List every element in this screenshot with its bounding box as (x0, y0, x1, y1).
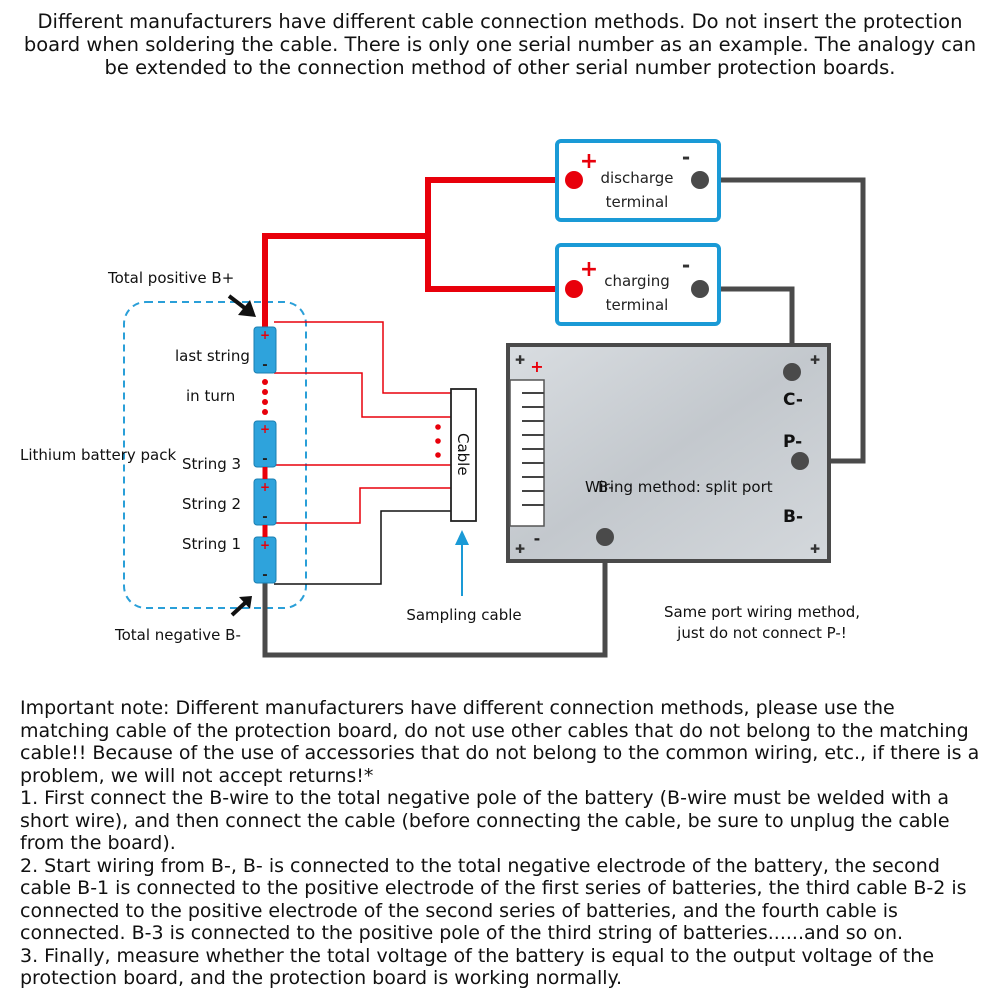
same-port-note-line1: Same port wiring method, (664, 603, 860, 621)
sampling-ellipsis (435, 424, 441, 458)
board-p-terminal (791, 452, 809, 470)
cell-1-minus: - (262, 568, 267, 583)
sampling-arrow-icon (455, 530, 469, 596)
sampling-cable-label: Sampling cable (406, 606, 521, 624)
label-in-turn: in turn (186, 387, 235, 405)
total-positive-arrow-icon (227, 294, 256, 317)
cell-last-plus: + (260, 328, 270, 342)
board-minus-sign: - (534, 529, 541, 548)
discharge-positive-terminal (565, 171, 583, 189)
cell-3-plus: + (260, 422, 270, 436)
label-battery-pack: Lithium battery pack (20, 446, 176, 464)
discharge-negative-wire (700, 177, 866, 464)
cell-1-plus: + (260, 538, 270, 552)
wiring-diagram: + - discharge terminal + - charging term… (20, 139, 866, 658)
cell-2-minus: - (262, 510, 267, 525)
discharge-label-line1: discharge (600, 169, 673, 187)
step-3: 3. Finally, measure whether the total vo… (20, 944, 935, 990)
svg-text:✚: ✚ (810, 353, 820, 367)
step-1: 1. First connect the B-wire to the total… (20, 787, 950, 854)
protection-board (506, 343, 831, 563)
cell-last-string (253, 326, 277, 374)
cell-last-minus: - (262, 358, 267, 373)
label-string-3: String 3 (182, 455, 241, 473)
in-turn-dots (262, 379, 268, 415)
discharge-minus-sign: - (682, 145, 690, 169)
charging-label-line1: charging (604, 272, 670, 290)
sampling-wires (274, 321, 451, 585)
board-b-label: B- (783, 507, 803, 527)
important-note: Important note: Different manufacturers … (20, 697, 980, 787)
charging-minus-sign: - (682, 253, 690, 277)
board-plus-sign: + (530, 357, 543, 376)
total-negative-arrow-icon (230, 596, 252, 617)
label-last-string: last string (175, 347, 250, 365)
svg-text:✚: ✚ (515, 353, 525, 367)
board-screw-icons: ✚ ✚ ✚ ✚ (515, 353, 820, 556)
charging-terminal-box (555, 243, 721, 326)
board-overlap-text: B- (598, 478, 614, 496)
cell-2-plus: + (260, 480, 270, 494)
label-string-1: String 1 (182, 535, 241, 553)
cable-label: Cable (454, 433, 472, 476)
board-p-label: P- (783, 432, 802, 452)
instructions: Important note: Different manufacturers … (20, 697, 982, 990)
board-balance-connector (509, 379, 545, 527)
cable-connector (450, 388, 477, 522)
discharge-plus-sign: + (580, 149, 598, 174)
discharge-negative-terminal (691, 171, 709, 189)
charging-positive-terminal (565, 280, 583, 298)
total-negative-wire (262, 537, 608, 658)
charging-negative-terminal (691, 280, 709, 298)
svg-text:✚: ✚ (810, 542, 820, 556)
board-b-terminal (596, 528, 614, 546)
cell-3-minus: - (262, 452, 267, 467)
header-description: Different manufacturers have different c… (23, 10, 977, 79)
discharge-terminal-box (555, 139, 721, 222)
label-total-positive: Total positive B+ (107, 269, 234, 287)
svg-text:✚: ✚ (515, 542, 525, 556)
battery-pack-boundary (123, 301, 307, 609)
board-c-label: C- (783, 390, 803, 410)
discharge-label-line2: terminal (606, 193, 669, 211)
board-c-terminal (783, 363, 801, 381)
board-center-text: Wiring method: split port (585, 478, 773, 496)
charging-plus-sign: + (580, 257, 598, 282)
label-total-negative: Total negative B- (114, 626, 241, 644)
step-2: 2. Start wiring from B-, B- is connected… (20, 854, 967, 945)
main-positive-wire (262, 177, 574, 335)
same-port-note-line2: just do not connect P-! (676, 624, 847, 642)
charging-label-line2: terminal (606, 296, 669, 314)
label-string-2: String 2 (182, 495, 241, 513)
